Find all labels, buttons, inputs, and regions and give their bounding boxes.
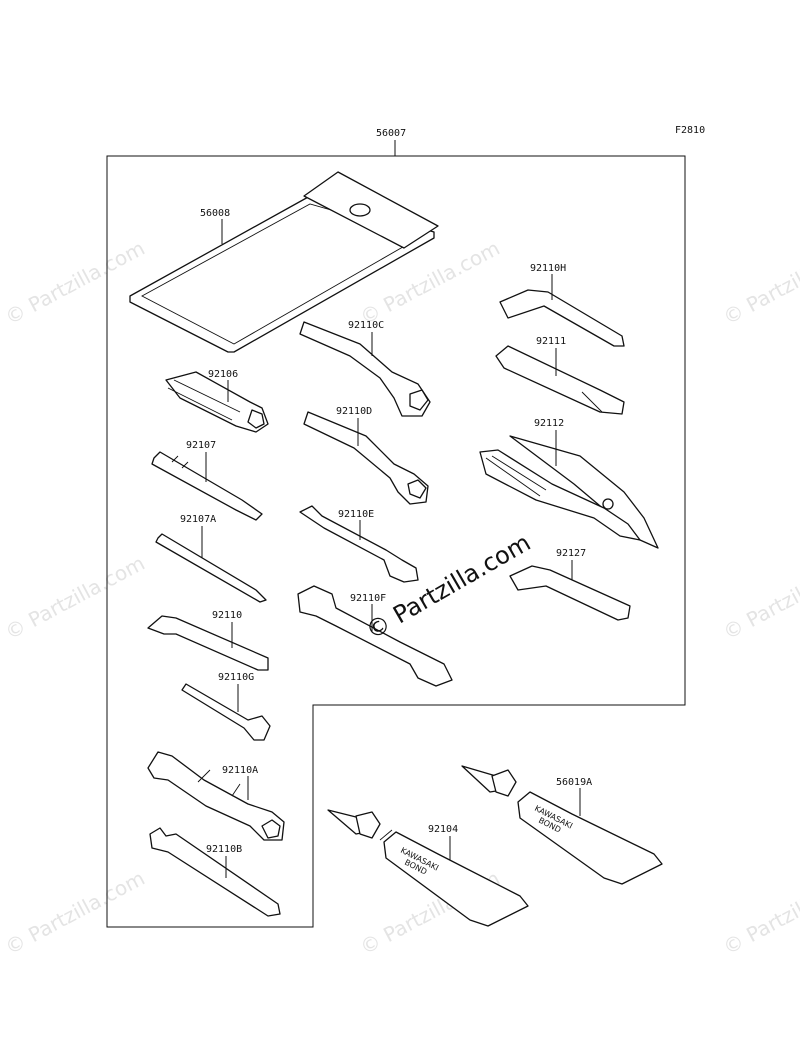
tube-92104-neck (379, 829, 393, 841)
hex-key-h: 92110H (499, 263, 625, 347)
part-label-92110A: 92110A (222, 765, 258, 776)
pliers-grip-texture (485, 455, 547, 497)
part-label-56008: 56008 (200, 208, 230, 219)
hex-key-92127-body (509, 565, 631, 621)
pliers-lower-handle (479, 449, 641, 541)
bond-tube-92104: KAWASAKI BOND 92104 (327, 809, 529, 927)
part-label-92111: 92111 (536, 336, 566, 347)
extension-bar-body (495, 345, 625, 415)
ring-spanner-c-body (299, 321, 431, 417)
screwdriver-grooves (171, 455, 189, 469)
hex-key-h-body (499, 289, 625, 347)
watermark-text: © Partzilla.com (1, 236, 149, 330)
part-label-56019A: 56019A (556, 777, 592, 788)
box-spanner: 92110A (147, 751, 285, 841)
hook-wrench-body (149, 827, 281, 917)
pliers-pivot (602, 498, 614, 510)
pouch-flap (303, 171, 439, 249)
part-label-92110F: 92110F (350, 593, 386, 604)
tube-56019A-cap (491, 769, 517, 797)
ring-spanner-d: 92110D (303, 406, 429, 505)
socket-body (165, 371, 269, 433)
part-label-92110B: 92110B (206, 844, 242, 855)
open-wrench-f: 92110F (297, 585, 453, 687)
part-label-92112: 92112 (534, 418, 564, 429)
open-wrench-e: 92110E (299, 505, 419, 583)
ring-spanner-d-hex (407, 479, 427, 499)
wrench-small: 92110G (181, 672, 271, 741)
watermark-text: © Partzilla.com (719, 236, 800, 330)
screwdriver-shaft (151, 451, 263, 521)
part-label-92110H: 92110H (530, 263, 566, 274)
hex-key-body (147, 615, 269, 671)
part-label-92106: 92106 (208, 369, 238, 380)
socket-tool: 92106 (165, 369, 269, 433)
part-label-92110G: 92110G (218, 672, 254, 683)
tube-56019A-body (517, 791, 663, 885)
ring-spanner-d-body (303, 411, 429, 505)
box-spanner-body (147, 751, 285, 841)
watermark-text: © Partzilla.com (719, 551, 800, 645)
part-label-92110D: 92110D (336, 406, 372, 417)
extension-bar: 92111 (495, 336, 625, 415)
small-wrench-body (181, 683, 271, 741)
open-wrench-f-body (297, 585, 453, 687)
part-label-92127: 92127 (556, 548, 586, 559)
screwdriver-phillips: 92107 (151, 440, 263, 521)
watermark-text: © Partzilla.com (1, 866, 149, 960)
pliers: 92112 (479, 418, 659, 549)
ring-spanner-c-hex (409, 389, 429, 411)
screwdriver-a-shaft (155, 533, 267, 603)
hook-wrench: 92110B (149, 827, 281, 917)
ring-spanner-c: 92110C (299, 320, 431, 417)
part-label-92104: 92104 (428, 824, 458, 835)
open-wrench-e-body (299, 505, 419, 583)
socket-ribs (167, 379, 241, 421)
tool-pouch: 56008 (129, 171, 439, 353)
kit-boundary (106, 155, 686, 928)
pouch-button (349, 203, 371, 217)
central-watermark: © Partzilla.com (361, 528, 535, 645)
extension-bar-joint (581, 391, 603, 413)
watermark-text: © Partzilla.com (719, 866, 800, 960)
watermark-text: © Partzilla.com (1, 551, 149, 645)
bond-tube-56019A: KAWASAKI BOND 56019A (461, 765, 663, 885)
hex-key-92127: 92127 (509, 548, 631, 621)
socket-hex (247, 409, 265, 429)
figure-code: F2810 (675, 125, 705, 136)
assembly-outline: 56007 (106, 128, 686, 928)
part-label-92110C: 92110C (348, 320, 384, 331)
tube-92104-body (383, 831, 529, 927)
box-spanner-hex (261, 819, 281, 839)
box-spanner-rings (197, 769, 241, 797)
tube-92104-cap (355, 811, 381, 839)
assembly-ref-label: 56007 (376, 128, 406, 139)
part-label-92110: 92110 (212, 610, 242, 621)
part-label-92107: 92107 (186, 440, 216, 451)
part-label-92107A: 92107A (180, 514, 216, 525)
hex-key-large: 92110 (147, 610, 269, 671)
screwdriver-slotted: 92107A (155, 514, 267, 603)
part-label-92110E: 92110E (338, 509, 374, 520)
